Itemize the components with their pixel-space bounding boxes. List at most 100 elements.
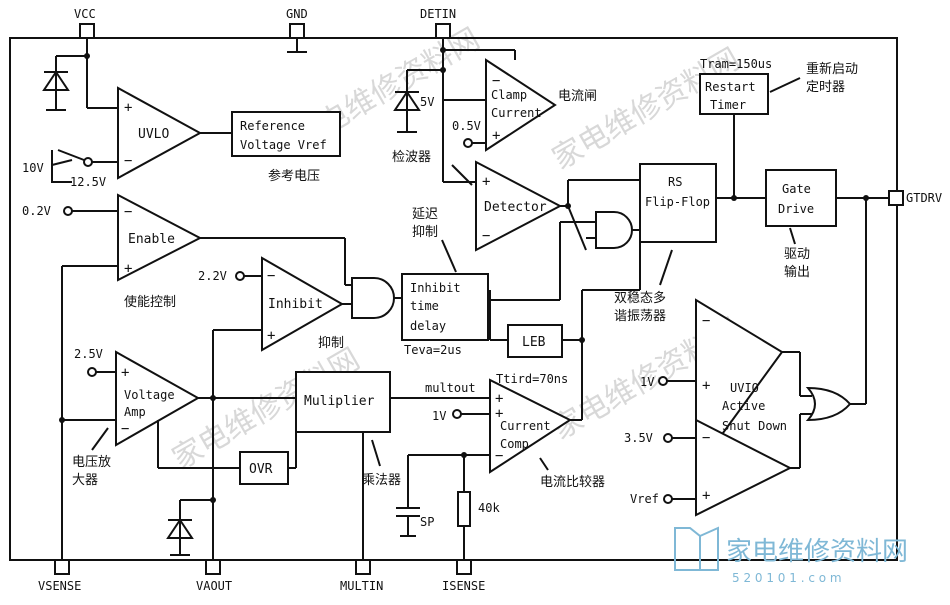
svg-text:Clamp: Clamp xyxy=(491,88,527,102)
svg-text:电流比较器: 电流比较器 xyxy=(540,475,605,490)
pin-gnd: GND xyxy=(286,7,308,53)
svg-text:delay: delay xyxy=(410,319,446,333)
pin-multin: MULTIN xyxy=(340,559,383,593)
svg-text:电压放: 电压放 xyxy=(72,455,111,470)
svg-text:重新启动: 重新启动 xyxy=(806,61,858,77)
leb-block: LEB xyxy=(507,324,563,358)
svg-text:Restart: Restart xyxy=(705,80,756,94)
resistor-40k: 40k xyxy=(457,491,500,527)
pin-gtdrv: GTDRV xyxy=(888,190,942,206)
pin-isense-label: ISENSE xyxy=(442,579,485,593)
ref-cn-label: 参考电压 xyxy=(268,168,320,184)
svg-text:−: − xyxy=(121,421,129,437)
svg-text:延迟: 延迟 xyxy=(412,207,438,222)
and-gate-inhibit xyxy=(351,277,395,319)
pin-gtdrv-label: GTDRV xyxy=(906,191,942,205)
pin-vaout-label: VAOUT xyxy=(196,579,232,593)
svg-text:大器: 大器 xyxy=(72,473,98,488)
svg-text:+: + xyxy=(267,328,275,344)
pin-vaout: VAOUT xyxy=(196,559,232,593)
svg-text:Current: Current xyxy=(491,106,542,120)
svg-text:抑制: 抑制 xyxy=(318,336,344,351)
svg-text:time: time xyxy=(410,299,439,313)
voltage-amp: + − Voltage Amp xyxy=(115,350,201,447)
pin-gnd-label: GND xyxy=(286,7,308,21)
svg-text:Gate: Gate xyxy=(782,182,811,196)
svg-text:抑制: 抑制 xyxy=(412,225,438,240)
svg-text:Current: Current xyxy=(500,419,551,433)
uvlo-label: UVLO xyxy=(138,127,169,142)
svg-text:使能控制: 使能控制 xyxy=(124,294,176,310)
and-gate-detector xyxy=(595,211,633,249)
svg-text:+: + xyxy=(702,488,710,504)
svg-text:定时器: 定时器 xyxy=(806,80,845,95)
svg-text:乘法器: 乘法器 xyxy=(362,473,401,488)
svg-text:Shut Down: Shut Down xyxy=(722,419,787,433)
svg-text:Flip-Flop: Flip-Flop xyxy=(645,195,710,209)
svg-text:+: + xyxy=(482,174,490,190)
svg-text:谐振荡器: 谐振荡器 xyxy=(614,309,666,324)
inhibit-time-delay-block: Inhibit time delay xyxy=(401,273,489,341)
shutdown-comparator: − + xyxy=(695,418,793,517)
restart-timer-block: Restart Timer xyxy=(699,73,769,115)
svg-text:2.5V: 2.5V xyxy=(74,347,103,361)
detector-comparator: + − Detector xyxy=(475,160,563,252)
svg-text:12.5V: 12.5V xyxy=(70,175,106,189)
gate-drive-block: Gate Drive xyxy=(765,169,837,227)
or-gate-shutdown xyxy=(805,386,852,422)
svg-text:+: + xyxy=(495,406,503,422)
svg-text:5V: 5V xyxy=(420,95,434,109)
multiplier-block: Muliplier xyxy=(295,371,391,433)
pin-multin-label: MULTIN xyxy=(340,579,383,593)
svg-text:Teva=2us: Teva=2us xyxy=(404,343,462,357)
svg-text:Vref: Vref xyxy=(630,492,659,506)
svg-text:2.2V: 2.2V xyxy=(198,269,227,283)
svg-text:−: − xyxy=(124,204,132,220)
svg-text:输出: 输出 xyxy=(784,264,810,280)
reference-voltage-block: Reference Voltage Vref xyxy=(231,111,341,157)
svg-text:−: − xyxy=(124,153,132,169)
svg-text:−: − xyxy=(702,313,710,329)
svg-text:Voltage: Voltage xyxy=(124,388,175,402)
svg-text:Amp: Amp xyxy=(124,405,146,419)
svg-text:家电维修资料网: 家电维修资料网 xyxy=(726,537,908,567)
current-comparator: + + − Current Comp xyxy=(489,378,573,474)
svg-text:−: − xyxy=(702,430,710,446)
pin-vcc-label: VCC xyxy=(74,7,96,21)
pin-detin-label: DETIN xyxy=(420,7,456,21)
svg-text:Voltage Vref: Voltage Vref xyxy=(240,138,327,152)
svg-text:Comp: Comp xyxy=(500,437,529,451)
svg-text:SP: SP xyxy=(420,515,434,529)
svg-text:0.5V: 0.5V xyxy=(452,119,481,133)
ic-outline xyxy=(9,37,898,561)
svg-text:RS: RS xyxy=(668,175,682,189)
site-logo-watermark: 家电维修资料网 5 2 0 1 0 1 . c o m xyxy=(674,526,908,585)
svg-text:−: − xyxy=(267,268,275,284)
svg-text:+: + xyxy=(124,100,132,116)
svg-text:电流闸: 电流闸 xyxy=(558,89,597,104)
svg-text:Muliplier: Muliplier xyxy=(304,394,375,409)
detin-zener: 5V xyxy=(393,70,434,133)
svg-text:3.5V: 3.5V xyxy=(624,431,653,445)
svg-text:Active: Active xyxy=(722,399,765,413)
enable-comparator: − + Enable xyxy=(117,193,203,282)
rs-flip-flop-block: RS Flip-Flop xyxy=(639,163,717,243)
capacitor-sp: SP xyxy=(396,507,434,537)
pin-isense: ISENSE xyxy=(442,559,485,593)
svg-text:40k: 40k xyxy=(478,501,500,515)
svg-text:Inhibit: Inhibit xyxy=(268,297,323,312)
svg-text:检波器: 检波器 xyxy=(392,150,431,165)
uvlo-comparator: + − UVLO xyxy=(117,86,203,180)
svg-text:LEB: LEB xyxy=(522,335,546,350)
svg-text:multout: multout xyxy=(425,381,476,395)
svg-text:+: + xyxy=(121,365,129,381)
svg-text:10V: 10V xyxy=(22,161,44,175)
vcc-zener xyxy=(42,38,90,111)
svg-text:双稳态多: 双稳态多 xyxy=(614,290,666,306)
svg-text:+: + xyxy=(702,378,710,394)
svg-text:Reference: Reference xyxy=(240,119,305,133)
svg-text:UVIO: UVIO xyxy=(730,381,759,395)
svg-text:Detector: Detector xyxy=(484,200,547,215)
pin-vsense-label: VSENSE xyxy=(38,579,81,593)
svg-text:0.2V: 0.2V xyxy=(22,204,51,218)
